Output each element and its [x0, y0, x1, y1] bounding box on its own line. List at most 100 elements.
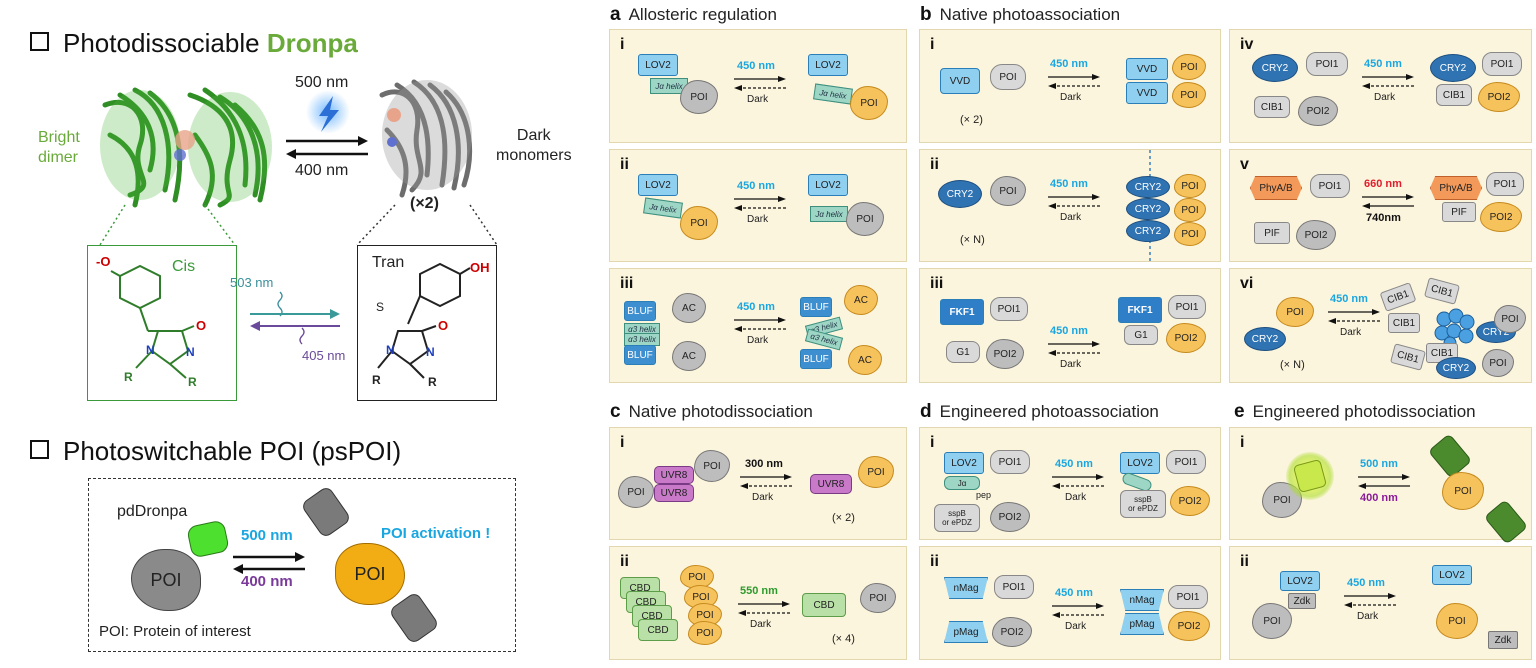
lov2-protein: LOV2	[1280, 571, 1320, 591]
cis-label: Cis	[172, 258, 196, 275]
vvd-protein: VVD	[940, 68, 980, 94]
roman-label: ii	[620, 553, 629, 570]
poi-label: POI	[150, 569, 182, 590]
isomerization-arrows	[250, 291, 340, 345]
cib1-protein: CIB1	[1423, 277, 1461, 305]
poi-grey: POI	[1262, 482, 1302, 518]
cry2-protein: CRY2	[1252, 54, 1298, 82]
cry2-protein-bound: CRY2	[1436, 357, 1476, 379]
roman-label: i	[930, 36, 935, 53]
cbd-monomer: CBD	[802, 593, 846, 617]
poi1: POI1	[1306, 52, 1348, 76]
ja-helix-released: Jα helix	[813, 83, 853, 105]
poi-orange: POI	[1436, 603, 1478, 639]
multiplicity-label: (× 4)	[832, 633, 855, 645]
svg-text:N: N	[386, 343, 395, 357]
reaction-arrows	[740, 474, 792, 489]
poi-inactive: POI	[131, 549, 201, 611]
poi-orange: POI	[850, 86, 888, 120]
wavelength-400nm: 400 nm	[295, 162, 349, 179]
poi2: POI2	[986, 339, 1024, 369]
reaction-arrows	[1344, 593, 1396, 608]
dark-label: Dark	[1357, 611, 1379, 622]
roman-label: ii	[620, 156, 629, 173]
cry2-protein: CRY2	[938, 180, 982, 208]
reaction-arrows	[1052, 474, 1104, 489]
wavelength-label: 450 nm	[1330, 293, 1368, 305]
roman-label: i	[1240, 434, 1245, 451]
a3-helix-lit: α3 helix	[804, 328, 844, 351]
roman-label: i	[620, 434, 625, 451]
wavelength-500nm: 500 nm	[295, 74, 349, 91]
reaction-arrows	[1362, 194, 1414, 209]
heading2-text: Photoswitchable POI (psPOI)	[63, 436, 402, 466]
wavelength-740nm: 740nm	[1366, 212, 1401, 224]
dark-label: Dark	[747, 214, 769, 225]
cib1-protein: CIB1	[1379, 282, 1417, 312]
wavelength-400nm: 400 nm	[1360, 492, 1398, 504]
pspoi-wavelength-500nm: 500 nm	[241, 527, 293, 544]
poi-grey: POI	[860, 583, 896, 613]
poi-grey: POI	[846, 202, 884, 236]
ja-helix-docked: Jα helix	[810, 206, 848, 222]
pspoi-box: pdDronpa POI 500 nm 400 nm POI POI activ…	[88, 478, 516, 652]
poi-grey: POI	[990, 176, 1026, 206]
wavelength-label: 300 nm	[745, 458, 783, 470]
svg-text:R: R	[428, 375, 437, 389]
uvr8-protein: UVR8	[654, 466, 694, 484]
panel-b-iii: iii FKF1 POI1 G1 POI2 450 nm Dark FKF1 P…	[919, 268, 1221, 383]
dark-label: Dark	[1060, 359, 1082, 370]
poi2: POI2	[990, 502, 1030, 532]
roman-label: vi	[1240, 275, 1254, 292]
hydroxyl-label: OH	[470, 260, 490, 275]
poi-grey: POI	[618, 476, 654, 508]
wavelength-label: 450 nm	[1364, 58, 1402, 70]
trans-label: Tran	[372, 254, 405, 271]
panel-a-ii: ii LOV2 Jα helix POI 450 nm Dark LOV2 Jα…	[609, 149, 907, 262]
cis-chromophore-structure: O N N R R	[110, 264, 206, 389]
poi-grey: POI	[990, 64, 1026, 90]
svg-text:R: R	[372, 373, 381, 387]
bright-dimer-structure-image	[100, 87, 272, 208]
cry2-protein: CRY2	[1244, 327, 1286, 351]
panel-d-ii: ii nMag POI1 pMag POI2 450 nm Dark nMag …	[919, 546, 1221, 660]
reaction-arrows	[1052, 603, 1104, 618]
poi-orange: POI	[1172, 54, 1206, 80]
lov2-protein-bound: LOV2	[1120, 452, 1160, 474]
pep-label: pep	[976, 490, 992, 500]
pmag-protein-bound: pMag	[1120, 613, 1164, 635]
wavelength-label: 550 nm	[740, 585, 778, 597]
zdk-protein-released: Zdk	[1488, 631, 1518, 649]
sspb-epdz-protein-bound: sspB or ePDZ	[1120, 490, 1166, 518]
cry2-oligomer: CRY2	[1126, 176, 1170, 198]
ja-pep-segment: Jα	[944, 476, 980, 490]
heading1-prefix: Photodissociable	[63, 28, 267, 58]
poi-active-label: POI	[354, 563, 386, 584]
multiplicity-label: (× N)	[1280, 359, 1305, 371]
roman-label: iv	[1240, 36, 1254, 53]
poi-orange: POI	[1442, 472, 1484, 510]
lov2-protein-lit: LOV2	[1432, 565, 1472, 585]
reversible-arrows	[286, 136, 368, 159]
svg-text:O: O	[196, 318, 206, 333]
pspoi-arrows	[233, 552, 305, 574]
roman-label: iii	[930, 275, 944, 292]
wavelength-label: 450 nm	[1055, 587, 1093, 599]
poi-grey: POI	[694, 450, 730, 482]
reaction-arrows	[1328, 309, 1380, 324]
a3-helix: α3 helix	[624, 323, 660, 336]
roman-label: ii	[930, 156, 939, 173]
panel-b-ii: ii CRY2 POI (× N) 450 nm Dark CRY2 CRY2 …	[919, 149, 1221, 263]
roman-label: i	[930, 434, 935, 451]
cib1-protein: CIB1	[1254, 96, 1290, 118]
poi2-orange: POI2	[1170, 486, 1210, 516]
ac-grey: AC	[672, 293, 706, 323]
barrel-bottom-icon	[388, 591, 440, 645]
poi2: POI2	[1296, 220, 1336, 250]
zdk-protein: Zdk	[1288, 593, 1316, 609]
times2-label: (×2)	[410, 195, 439, 212]
poi-grey: POI	[1494, 305, 1526, 333]
poi2-orange: POI2	[1478, 82, 1520, 112]
lov2-protein-lit: LOV2	[808, 174, 848, 196]
